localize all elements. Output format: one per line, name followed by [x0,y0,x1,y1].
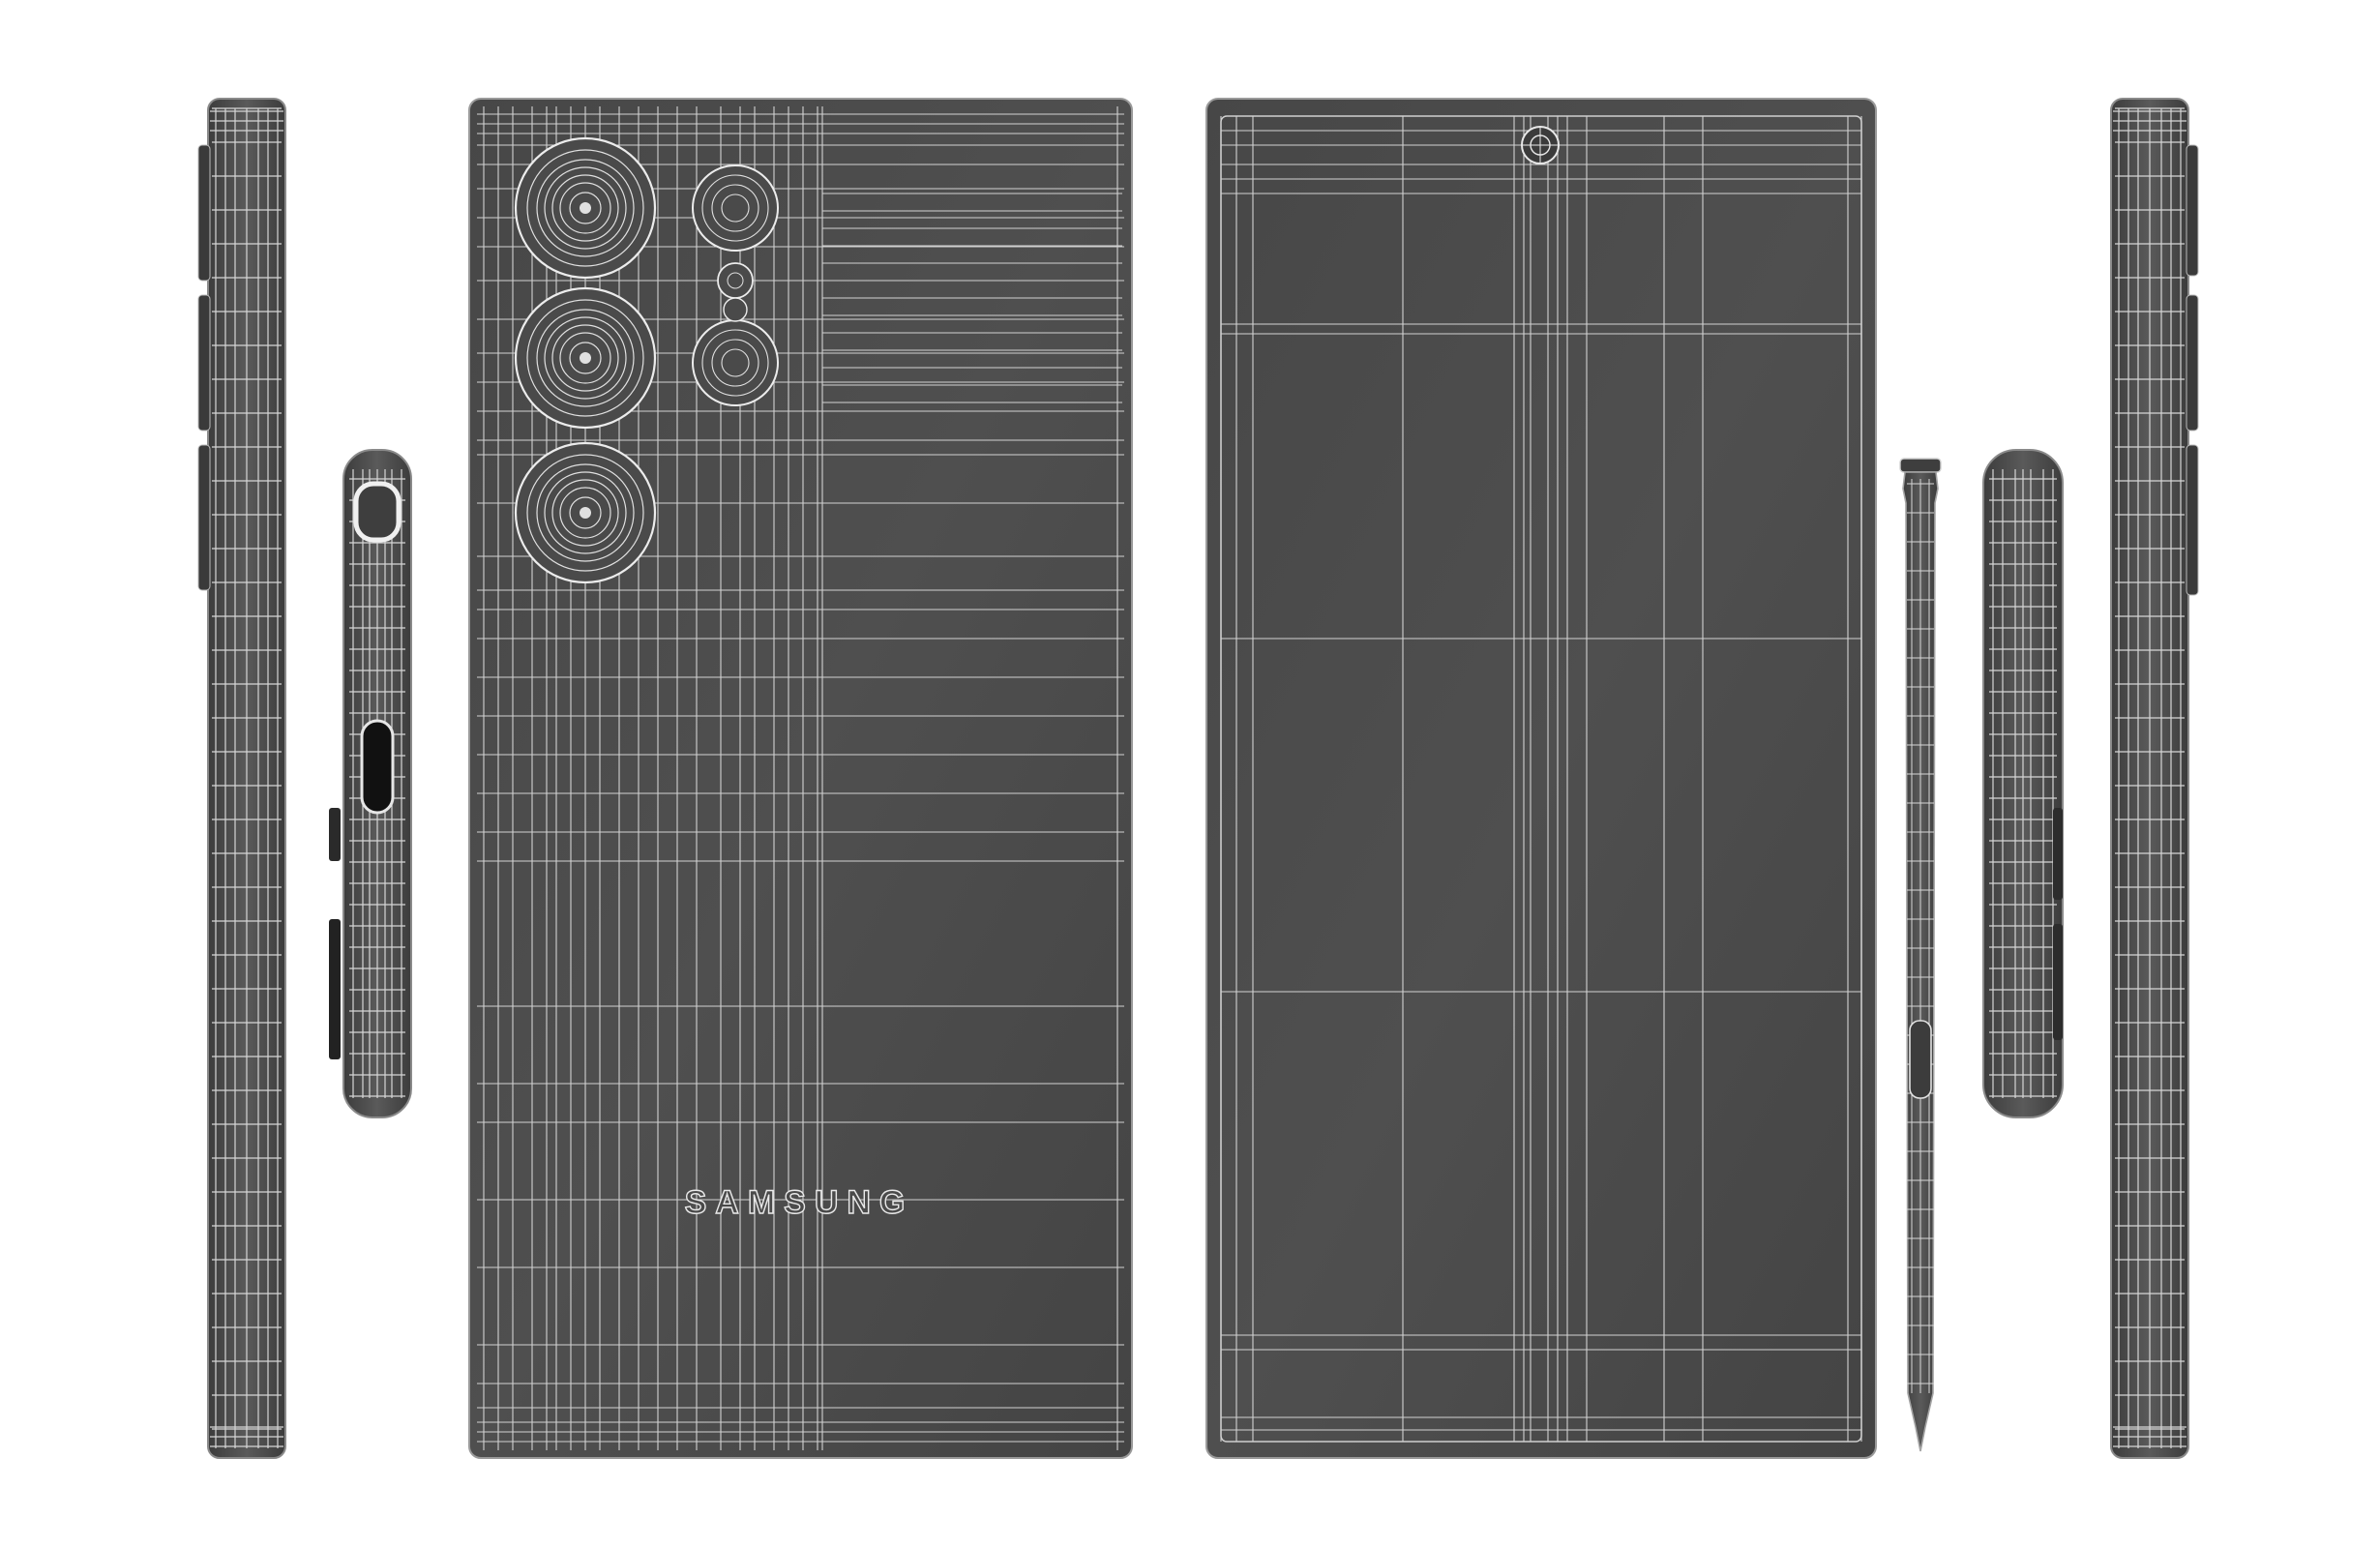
power-button [197,444,211,591]
flash-inner [727,272,744,289]
lens-ring [544,471,627,554]
volume-button-2 [197,294,211,432]
sensor-ring [701,329,769,397]
samsung-logo: SAMSUNG [685,1184,914,1221]
sensor-ring [721,194,750,223]
s-pen-cap [1899,458,1942,473]
top-edge-view [1982,449,2064,1118]
lens-center [580,202,591,214]
lens-ring [551,174,619,242]
lens-ring [536,159,635,257]
sensor-lens-icon [692,319,779,406]
sensor-ring [701,174,769,242]
lens-ring [544,166,627,250]
right-side-wire [2113,107,2187,1448]
flash-icon [717,262,754,299]
sensor-ring [711,339,759,387]
mic-hole [329,808,341,861]
top-edge-wire [1989,469,2057,1098]
lens-ring [569,342,602,374]
lens-ring [551,324,619,392]
lens-ring [559,332,611,384]
lens-ring [559,487,611,539]
right-button-2 [2186,294,2199,432]
lens-center [580,352,591,364]
lens-ring [536,463,635,562]
speaker-grille [329,919,341,1059]
back-view: SAMSUNG [468,98,1133,1459]
left-side-wire [210,107,283,1448]
camera-module [514,136,779,584]
top-mic [2053,808,2063,900]
sensor-ring [711,184,759,232]
back-panel [468,98,1133,1459]
left-side-view [197,98,286,1459]
lens-ring [526,454,644,572]
lens-ring [569,496,602,529]
top-mic-2 [2053,924,2063,1040]
sensor-ring [721,348,750,377]
s-pen-wire [1907,479,1934,1393]
front-view [1205,98,1877,1459]
front-wire [1220,116,1862,1442]
usb-c-port [360,719,395,815]
lens-center [580,507,591,519]
right-button [2186,144,2199,277]
lens-ring [526,149,644,267]
lens-ring [544,316,627,400]
spen-slot [353,481,402,543]
lens-ring [536,309,635,407]
volume-button [197,144,211,282]
s-pen-button [1909,1020,1932,1099]
right-button-3 [2186,444,2199,596]
s-pen [1899,458,1942,1452]
lens-ring [526,299,644,417]
front-panel [1205,98,1877,1459]
bottom-edge-view [329,449,412,1118]
lens-ring [551,479,619,547]
lens-ring [569,192,602,224]
right-side-view [2110,98,2199,1459]
front-camera-icon [1521,126,1560,164]
sensor-lens-icon [692,164,779,252]
sensor-dot-icon [723,297,748,322]
lens-ring [559,182,611,234]
